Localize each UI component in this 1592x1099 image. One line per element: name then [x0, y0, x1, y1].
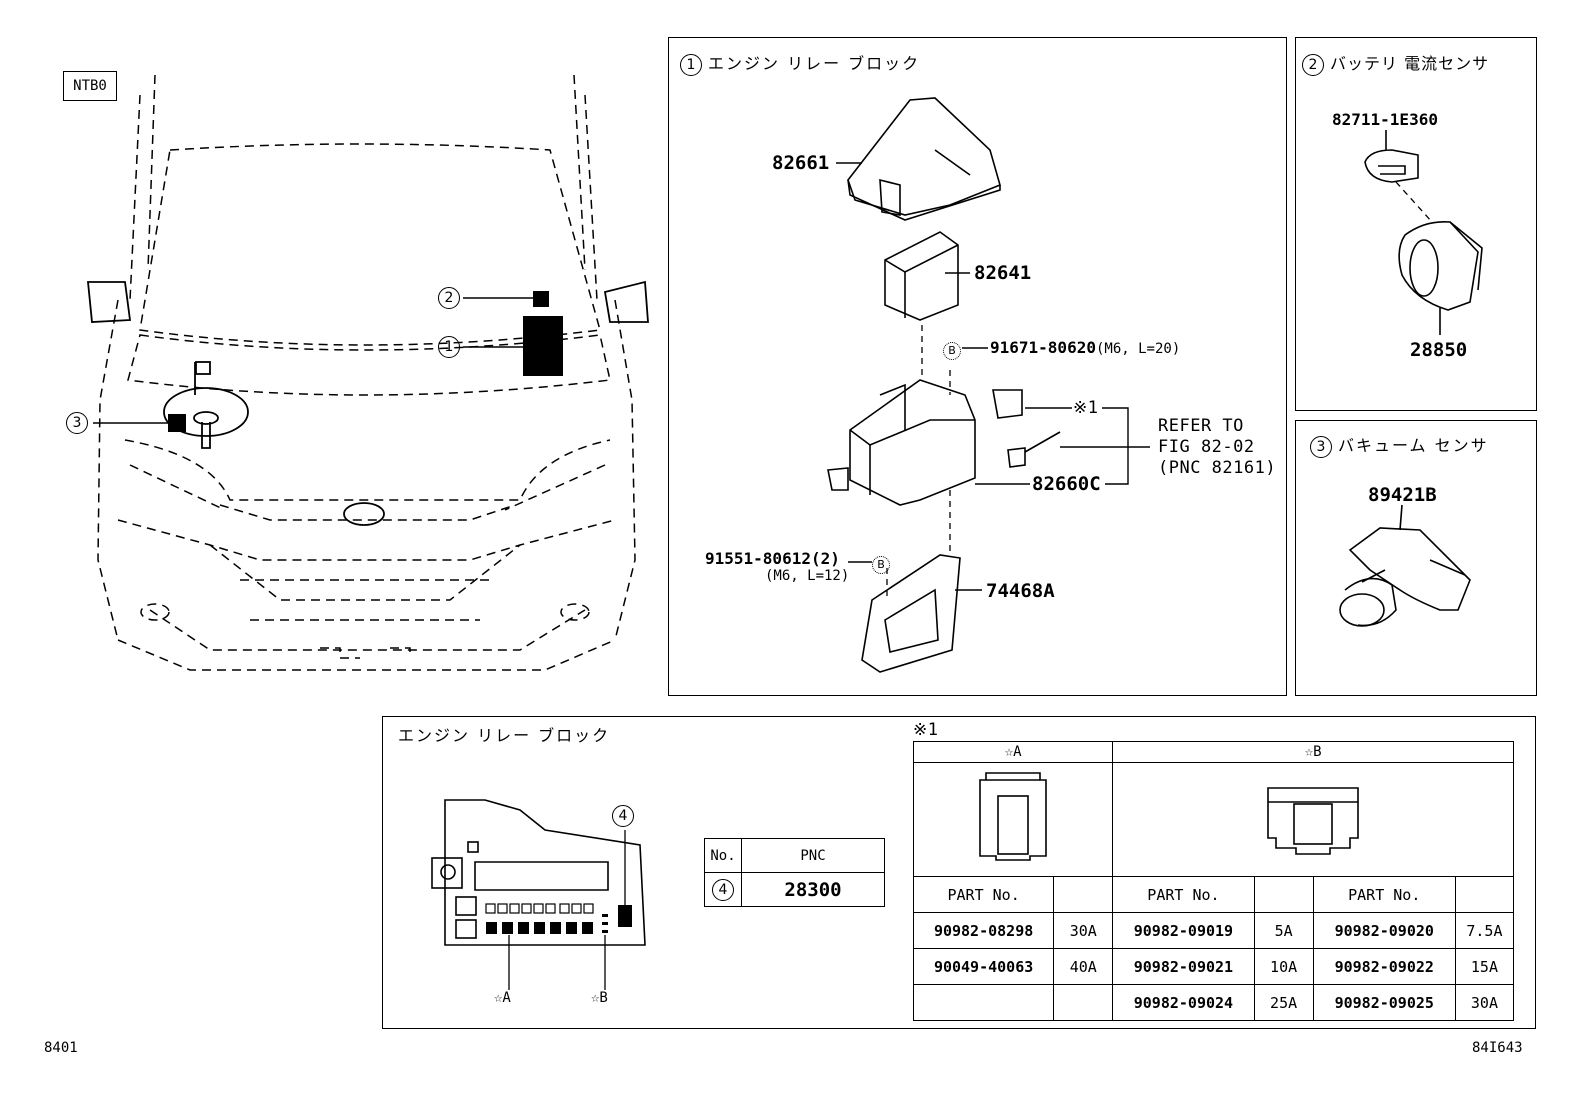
fuse-part-number: 90982-09025 [1312, 984, 1456, 1021]
fuse-table-note: ※1 [913, 720, 939, 740]
bolt-b-marker: B [943, 339, 961, 360]
figure-code-box: NTB0 [63, 71, 117, 101]
callout-1-location: 1 [438, 336, 466, 358]
star-a-label: ☆A [494, 990, 511, 1006]
fuse-a-icon [979, 771, 1047, 861]
fuse-part-number: 90982-09019 [1112, 912, 1255, 949]
callout-circle: 3 [66, 412, 88, 434]
panel3-number: 3 [1310, 436, 1332, 458]
fuse-reference-note: ※1 [1073, 398, 1099, 418]
fuse-part-number: 90982-09024 [1112, 984, 1255, 1021]
bolt-91551-part-number: 91551-80612(2) [705, 549, 840, 568]
callout-3-location: 3 [66, 412, 94, 434]
col-header-rating-b1 [1253, 876, 1314, 913]
callout-circle: 1 [438, 336, 460, 358]
callout-circle: 2 [438, 287, 460, 309]
panel-battery-current-sensor [1295, 37, 1537, 411]
fuse-rating: 30A [1053, 912, 1114, 949]
fuse-part-number: 90049-40063 [912, 948, 1055, 985]
fuse-part-number: 90982-09021 [1112, 948, 1255, 985]
group-b-header: ☆B [1112, 741, 1514, 763]
fuse-part-number [912, 984, 1055, 1021]
col-header-part-no-a: PART No. [912, 876, 1055, 913]
table-row: 90982-08298 30A 90982-09019 5A 90982-090… [912, 912, 1515, 949]
part-82660C-label: 82660C [1032, 473, 1101, 495]
panel-engine-relay-block [668, 37, 1287, 696]
fuse-rating: 7.5A [1454, 912, 1515, 949]
fuse-rating: 5A [1253, 912, 1314, 949]
callout-2-location: 2 [438, 287, 466, 309]
bottom-panel-title: エンジン リレー ブロック [398, 726, 611, 745]
col-header-rating-b2 [1454, 876, 1515, 913]
b-marker-circle: B [943, 342, 961, 360]
refer-line-3: (PNC 82161) [1158, 458, 1277, 478]
part-82711-1E360-label: 82711-1E360 [1332, 110, 1438, 129]
callout-4-location: 4 [612, 805, 640, 827]
panel2-number: 2 [1302, 54, 1324, 76]
col-header-part-no-b2: PART No. [1312, 876, 1456, 913]
fuse-rating: 30A [1454, 984, 1515, 1021]
pnc-header-no: No. [704, 838, 742, 873]
bolt-91671-spec: (M6, L=20) [1095, 341, 1181, 357]
location-marker-2 [533, 291, 549, 307]
bolt-91671-label: 91671-80620(M6, L=20) [990, 338, 1180, 357]
fuse-part-number: 90982-09020 [1312, 912, 1456, 949]
panel1-title: エンジン リレー ブロック [708, 54, 921, 73]
refer-to-fig-note: REFER TO FIG 82-02 (PNC 82161) [1158, 416, 1276, 479]
part-82661-label: 82661 [772, 152, 830, 174]
pnc-row-no: 4 [704, 872, 742, 907]
part-82641-label: 82641 [974, 262, 1032, 284]
fuse-rating: 10A [1253, 948, 1314, 985]
bolt-91671-part-number: 91671-80620 [990, 338, 1096, 357]
table-row: 90982-09024 25A 90982-09025 30A [912, 984, 1515, 1021]
refer-line-1: REFER TO [1158, 416, 1244, 436]
panel1-header: 1 エンジン リレー ブロック [680, 50, 920, 76]
pnc-number-circle: 4 [712, 878, 734, 901]
pnc-header-pnc: PNC [741, 838, 885, 873]
refer-line-2: FIG 82-02 [1158, 437, 1255, 457]
pnc-value: 28300 [741, 872, 885, 907]
col-header-rating-a [1053, 876, 1114, 913]
fuse-b-illustration-cell [1112, 762, 1514, 877]
bolt2-b-marker: B [872, 553, 890, 574]
panel3-header: 3 バキューム センサ [1310, 432, 1489, 458]
fuse-b-icon [1267, 786, 1359, 855]
fuse-part-number: 90982-09022 [1312, 948, 1456, 985]
col-header-part-no-b1: PART No. [1112, 876, 1255, 913]
panel-vacuum-sensor [1295, 420, 1537, 696]
part-28850-label: 28850 [1410, 339, 1468, 361]
panel2-header: 2 バッテリ 電流センサ [1302, 50, 1489, 76]
bolt-91551-spec: (M6, L=12) [765, 568, 850, 584]
fuse-parts-table: ☆A ☆B PART No. PART N [912, 741, 1515, 1021]
part-89421B-label: 89421B [1368, 484, 1437, 506]
panel-relay-block-layout [382, 716, 1536, 1029]
table-row: 90049-40063 40A 90982-09021 10A 90982-09… [912, 948, 1515, 985]
footer-page-code: 8401 [44, 1040, 78, 1056]
fuse-rating [1053, 984, 1114, 1021]
panel1-number: 1 [680, 54, 702, 76]
fuse-rating: 25A [1253, 984, 1314, 1021]
fuse-part-number: 90982-08298 [912, 912, 1055, 949]
fuse-a-illustration-cell [912, 762, 1114, 877]
bolt-91551-label: 91551-80612(2) (M6, L=12) [705, 549, 849, 584]
callout-circle: 4 [612, 805, 634, 827]
part-74468A-label: 74468A [986, 580, 1055, 602]
location-marker-1 [523, 316, 563, 376]
group-a-header: ☆A [912, 741, 1114, 763]
fuse-rating: 40A [1053, 948, 1114, 985]
panel3-title: バキューム センサ [1338, 436, 1489, 455]
footer-illustration-code: 84I643 [1472, 1040, 1523, 1056]
location-marker-3 [168, 414, 186, 432]
fuse-rating: 15A [1454, 948, 1515, 985]
panel2-title: バッテリ 電流センサ [1330, 54, 1490, 73]
b-marker-circle: B [872, 556, 890, 574]
pnc-table: No. PNC 4 28300 [704, 838, 885, 907]
star-b-label: ☆B [591, 990, 608, 1006]
